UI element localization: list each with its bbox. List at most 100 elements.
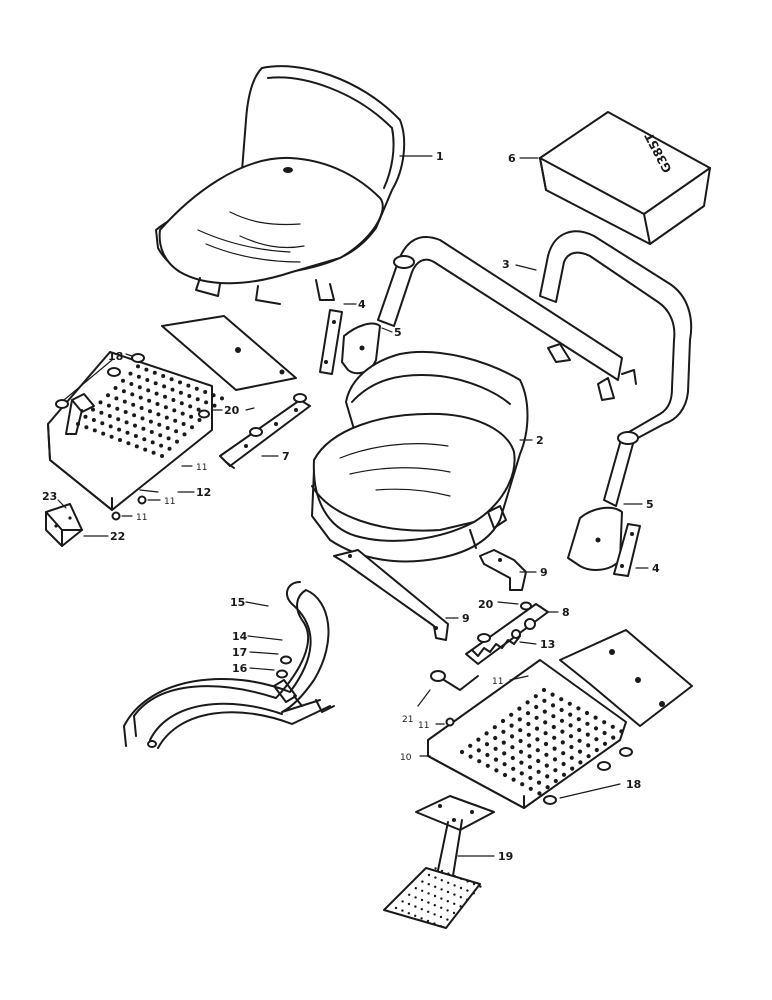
perforation-hole xyxy=(146,388,151,393)
perforation-hole xyxy=(143,447,148,452)
perforation-hole xyxy=(585,732,590,737)
perforation-hole xyxy=(171,398,176,402)
perforation-hole xyxy=(427,901,430,904)
perforation-hole xyxy=(536,758,541,764)
perforation-hole xyxy=(154,391,159,396)
perforation-hole xyxy=(131,402,136,407)
perforation-hole xyxy=(175,439,179,444)
perforation-hole xyxy=(586,754,591,759)
perforation-hole xyxy=(568,734,574,739)
perforation-hole xyxy=(153,381,158,386)
perforation-hole xyxy=(594,747,599,753)
perforation-hole xyxy=(552,735,557,740)
perforation-hole xyxy=(427,892,430,895)
perforation-hole xyxy=(163,405,168,410)
perforation-hole xyxy=(107,414,112,418)
perforation-hole xyxy=(518,749,524,754)
perforation-hole xyxy=(420,917,423,920)
perforation-hole xyxy=(124,420,129,425)
perforation-hole xyxy=(164,415,169,420)
perforation-hole xyxy=(394,906,398,910)
perforation-hole xyxy=(459,896,462,899)
perforation-hole xyxy=(520,782,525,787)
perforation-hole xyxy=(502,772,508,778)
foot-tread-pattern xyxy=(394,867,482,928)
perforation-hole xyxy=(593,715,598,720)
perforation-hole xyxy=(414,896,417,899)
perforation-hole xyxy=(453,902,456,905)
perforation-hole xyxy=(494,768,499,773)
perforation-hole xyxy=(133,434,138,438)
perforation-hole xyxy=(559,707,564,713)
perforation-hole xyxy=(106,403,111,408)
perforation-hole xyxy=(160,454,164,458)
perforation-hole xyxy=(526,732,531,737)
perforation-hole xyxy=(577,749,583,754)
perforation-hole xyxy=(610,724,615,729)
perforation-hole xyxy=(84,425,89,430)
perforation-hole xyxy=(542,709,547,714)
perforation-hole xyxy=(535,748,540,753)
perforation-hole xyxy=(447,881,450,884)
perforation-hole xyxy=(493,746,498,751)
perforation-hole xyxy=(543,741,549,747)
callout-11-a: 11 xyxy=(164,497,175,507)
perforation-hole xyxy=(511,777,516,782)
perforation-hole xyxy=(476,748,481,753)
perforation-hole xyxy=(518,738,523,744)
perforation-hole xyxy=(466,889,469,892)
perforation-hole xyxy=(476,737,481,742)
perforation-hole xyxy=(407,902,411,906)
callout-12: 12 xyxy=(196,486,211,499)
callout-11-b: 11 xyxy=(136,513,147,523)
perforation-hole xyxy=(578,760,583,765)
perforation-hole xyxy=(501,740,506,745)
perforation-hole xyxy=(132,413,137,418)
perforation-hole xyxy=(551,714,556,719)
perforation-hole xyxy=(466,898,469,901)
perforation-hole xyxy=(433,913,436,916)
perforation-hole xyxy=(525,711,531,716)
perforation-hole xyxy=(502,751,507,756)
perforation-hole xyxy=(559,697,564,702)
perforation-hole xyxy=(568,723,573,728)
perforation-hole xyxy=(453,893,456,896)
perforation-hole xyxy=(433,894,437,898)
perforation-hole xyxy=(196,407,201,412)
perforation-hole xyxy=(500,718,506,724)
perforation-hole xyxy=(91,407,95,412)
callout-15: 15 xyxy=(230,596,245,609)
part-3-tubular-frame: 3 xyxy=(377,230,693,507)
perforation-hole xyxy=(536,769,541,774)
perforation-hole xyxy=(542,698,547,703)
callout-18-left: 18 xyxy=(108,350,123,363)
callout-5-right: 5 xyxy=(646,498,654,511)
callout-2: 2 xyxy=(536,434,544,447)
perforation-hole xyxy=(602,730,607,736)
perforation-hole xyxy=(560,740,565,745)
callout-10: 10 xyxy=(400,753,412,763)
perforation-hole xyxy=(142,437,147,442)
perforation-hole xyxy=(139,406,144,410)
callout-4-right: 4 xyxy=(652,562,660,575)
perforation-hole xyxy=(173,418,178,423)
perforation-hole xyxy=(152,370,157,375)
perforation-hole xyxy=(453,875,456,878)
perforation-hole xyxy=(509,734,515,739)
callout-11-c: 11 xyxy=(196,463,207,473)
perforation-hole xyxy=(568,712,573,717)
perforation-hole xyxy=(586,743,591,748)
perforation-hole xyxy=(179,401,184,406)
perforation-hole xyxy=(553,778,558,784)
perforation-hole xyxy=(162,384,167,389)
callout-19: 19 xyxy=(498,850,513,863)
perforation-hole xyxy=(493,757,499,762)
perforation-hole xyxy=(145,378,150,382)
perforation-hole xyxy=(570,766,575,771)
part-1-high-back-seat: 1 xyxy=(155,65,444,305)
perforation-hole xyxy=(99,410,104,415)
perforation-hole xyxy=(472,892,475,895)
perforation-hole xyxy=(121,378,125,383)
perforation-hole xyxy=(559,718,565,723)
callout-7: 7 xyxy=(282,450,290,463)
